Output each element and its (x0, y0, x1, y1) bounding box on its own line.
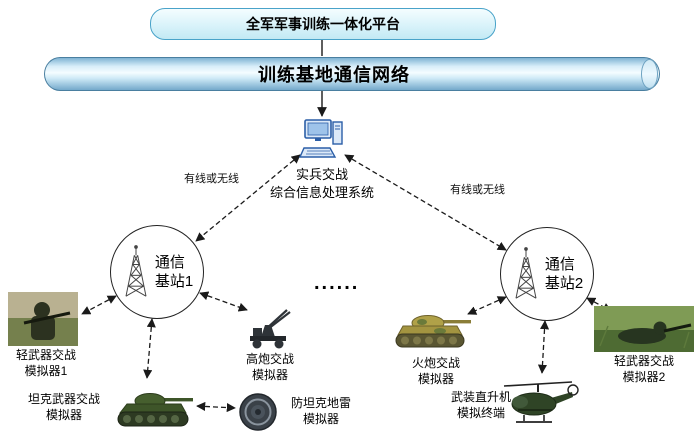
network-label: 训练基地通信网络 (258, 65, 410, 85)
tank-photo (117, 393, 193, 427)
ellipsis-more-stations: ...... (314, 272, 360, 294)
soldier-photo (8, 292, 78, 346)
connector-station2-helicopter (537, 320, 550, 374)
connector-station1-tank (143, 318, 156, 379)
radio-tower-icon (125, 245, 147, 297)
base-station-2: 通信 基站2 (500, 227, 594, 321)
helicopter-photo (503, 381, 579, 423)
connector-station2-artillery (467, 296, 507, 315)
processor-label: 实兵交战 综合信息处理系统 (269, 167, 374, 200)
platform-node: 全军军事训练一体化平台 (150, 8, 496, 40)
connector-station1-soldier1 (81, 295, 117, 315)
connector-tank-mine (196, 401, 236, 413)
link-label-right: 有线或无线 (450, 184, 505, 196)
base-station-1: 通信 基站1 (110, 225, 204, 319)
simulator-label: 高炮交战 模拟器 (245, 352, 294, 382)
base-station-2-label: 通信 基站2 (544, 255, 584, 293)
simulator-label: 轻武器交战 模拟器1 (15, 348, 76, 378)
computer-icon (299, 119, 343, 158)
simulator-label: 坦克武器交战 模拟器 (27, 392, 100, 422)
connector-station1-aagun (199, 291, 248, 312)
link-label-left: 有线或无线 (184, 173, 239, 185)
simulator-label: 轻武器交战 模拟器2 (613, 354, 674, 384)
radio-tower-icon (515, 247, 537, 299)
base-station-1-label: 通信 基站1 (154, 253, 194, 291)
mine-photo (239, 393, 277, 431)
simulator-label: 火炮交战 模拟器 (411, 356, 460, 386)
artillery-photo (395, 315, 471, 348)
simulator-label: 防坦克地雷 模拟器 (290, 396, 351, 426)
network-pipe: 训练基地通信网络 (44, 57, 660, 91)
platform-label: 全军军事训练一体化平台 (246, 16, 400, 32)
simulator-label: 武装直升机 模拟终端 (450, 390, 511, 420)
soldier-photo (594, 306, 694, 352)
pipe-end-cap (641, 59, 658, 89)
aa-gun-photo (250, 309, 291, 349)
